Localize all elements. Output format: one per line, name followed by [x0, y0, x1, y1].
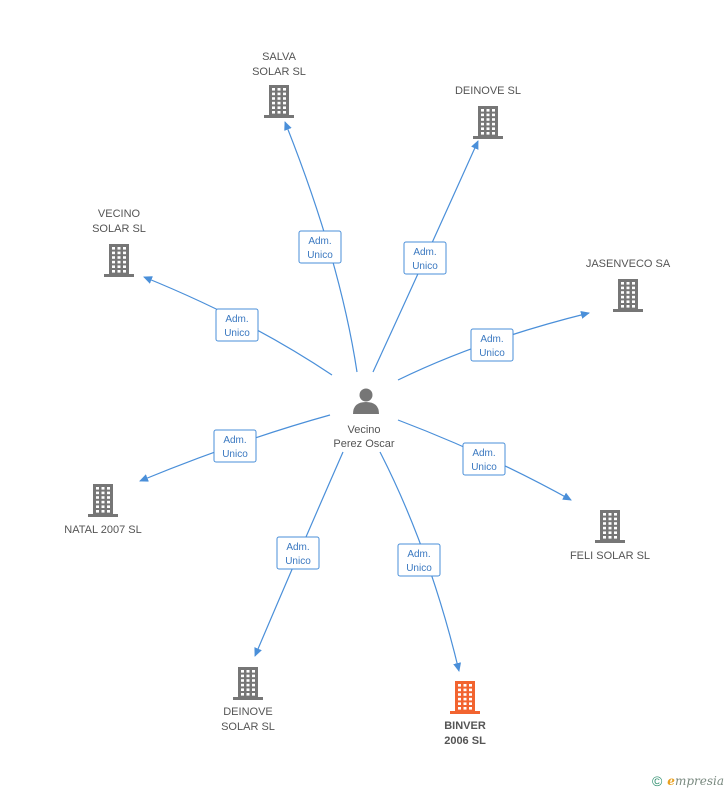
building-icon-natal-2007-sl[interactable]: [88, 484, 118, 517]
edge-label-salva-solar-sl[interactable]: Adm. Unico: [298, 230, 342, 264]
edge-label-deinove-sl[interactable]: Adm. Unico: [403, 241, 447, 275]
building-icon-deinove-sl[interactable]: [473, 106, 503, 139]
edge-label-text: Unico: [285, 556, 311, 567]
edge-label-text: Unico: [307, 250, 333, 261]
company-label-binver-2006-sl[interactable]: 2006 SL: [444, 735, 486, 747]
building-icon-feli-solar-sl[interactable]: [595, 510, 625, 543]
edge-label-text: Adm.: [286, 542, 309, 553]
edge-label-text: Unico: [222, 449, 248, 460]
edge-label-text: Adm.: [407, 549, 430, 560]
edge-label-natal-2007-sl[interactable]: Adm. Unico: [213, 429, 257, 463]
edge-label-deinove-solar-sl[interactable]: Adm. Unico: [276, 536, 320, 570]
company-label-deinove-solar-sl[interactable]: DEINOVE: [223, 706, 273, 718]
company-label-salva-solar-sl[interactable]: SALVA: [262, 51, 296, 63]
edge-label-text: Unico: [406, 563, 432, 574]
person-icon[interactable]: [353, 388, 379, 415]
edge-label-text: Adm.: [480, 334, 503, 345]
company-label-deinove-solar-sl[interactable]: SOLAR SL: [221, 721, 275, 733]
brand-logo: empresia: [667, 774, 724, 788]
person-name[interactable]: Perez Oscar: [333, 438, 394, 450]
edge-label-text: Unico: [479, 348, 505, 359]
edge-label-text: Unico: [471, 462, 497, 473]
edge-label-text: Unico: [224, 328, 250, 339]
building-icon-vecino-solar-sl[interactable]: [104, 244, 134, 277]
building-icon-deinove-solar-sl[interactable]: [233, 667, 263, 700]
edge-label-binver-2006-sl[interactable]: Adm. Unico: [397, 543, 441, 577]
edge-label-text: Adm.: [413, 247, 436, 258]
building-icon-jasenveco-sa[interactable]: [613, 279, 643, 312]
edge-label-feli-solar-sl[interactable]: Adm. Unico: [462, 442, 506, 476]
company-label-binver-2006-sl[interactable]: BINVER: [444, 720, 486, 732]
edge-label-text: Unico: [412, 261, 438, 272]
edge-label-text: Adm.: [223, 435, 246, 446]
edge-label-jasenveco-sa[interactable]: Adm. Unico: [470, 328, 514, 362]
company-label-feli-solar-sl[interactable]: FELI SOLAR SL: [570, 550, 650, 562]
company-label-vecino-solar-sl[interactable]: VECINO: [98, 208, 141, 220]
building-icon-salva-solar-sl[interactable]: [264, 85, 294, 118]
person-name[interactable]: Vecino: [347, 424, 380, 436]
company-label-jasenveco-sa[interactable]: JASENVECO SA: [586, 258, 671, 270]
company-label-vecino-solar-sl[interactable]: SOLAR SL: [92, 223, 146, 235]
edge-label-text: Adm.: [308, 236, 331, 247]
edge-label-vecino-solar-sl[interactable]: Adm. Unico: [215, 308, 259, 342]
edge-label-text: Adm.: [225, 314, 248, 325]
building-icon-binver-2006-sl[interactable]: [450, 681, 480, 714]
company-label-deinove-sl[interactable]: DEINOVE SL: [455, 85, 521, 97]
copyright-icon: ©: [651, 773, 663, 789]
company-label-salva-solar-sl[interactable]: SOLAR SL: [252, 66, 306, 78]
edge-label-text: Adm.: [472, 448, 495, 459]
company-label-natal-2007-sl[interactable]: NATAL 2007 SL: [64, 524, 141, 536]
footer-brand: © empresia: [652, 773, 724, 789]
